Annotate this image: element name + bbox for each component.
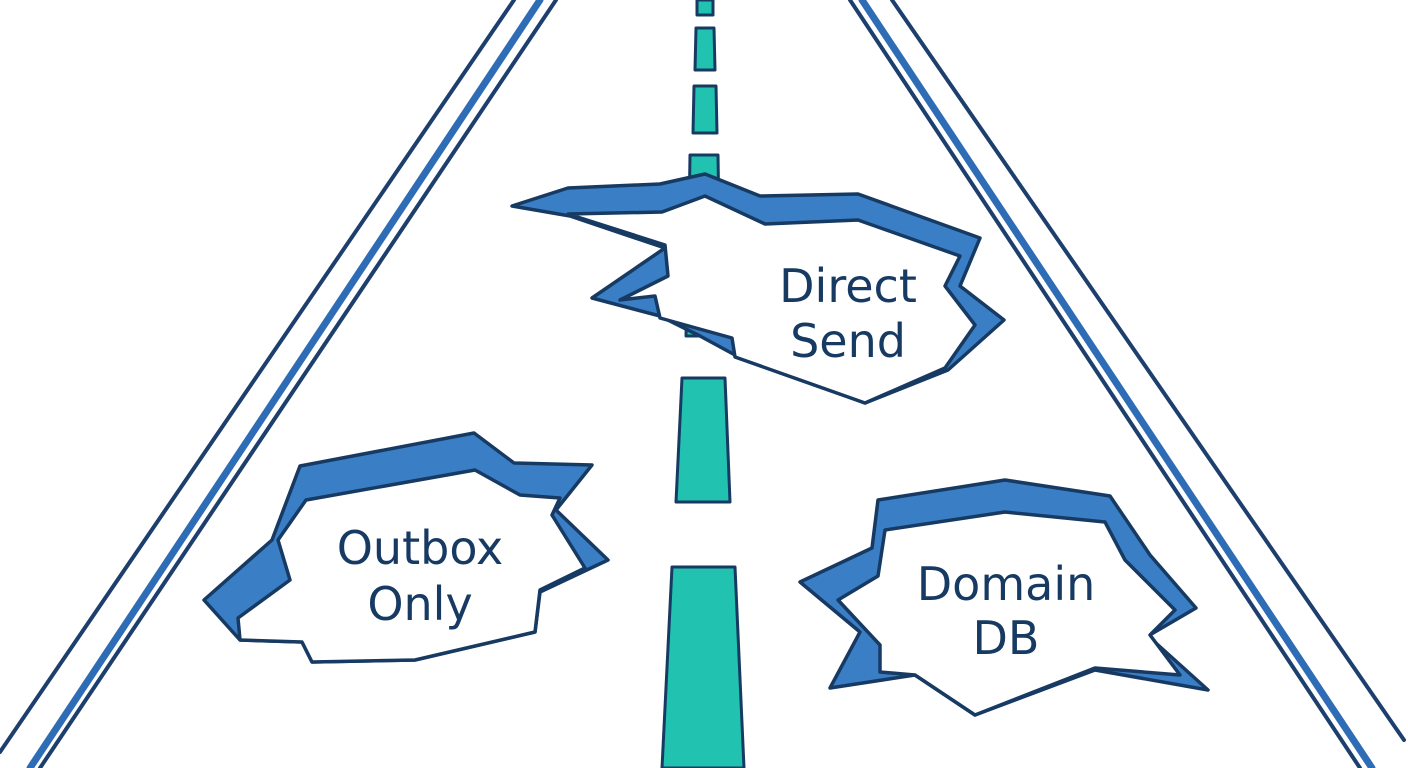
pothole-label: Direct [779,259,917,313]
pothole-hole [236,468,587,664]
lane-dash [691,84,719,135]
pothole-label: Only [367,577,472,631]
pothole-hole [836,510,1182,717]
pothole-label: Domain [917,557,1096,611]
lane-dash [695,0,715,17]
pothole-domain-db: Domain DB [798,478,1210,717]
lane-dash [693,26,717,72]
pothole-label: DB [973,611,1040,665]
pothole-hole [566,194,977,405]
lane-dashes [660,0,746,768]
lane-dash [660,565,746,768]
pothole-label: Outbox [337,521,504,575]
pothole-outbox-only: Outbox Only [202,431,610,664]
road-edge-left [0,0,558,768]
pothole-direct-send: Direct Send [510,172,1006,405]
lane-dash [674,376,732,504]
road-edge-right [848,0,1406,768]
pothole-label: Send [790,314,906,368]
